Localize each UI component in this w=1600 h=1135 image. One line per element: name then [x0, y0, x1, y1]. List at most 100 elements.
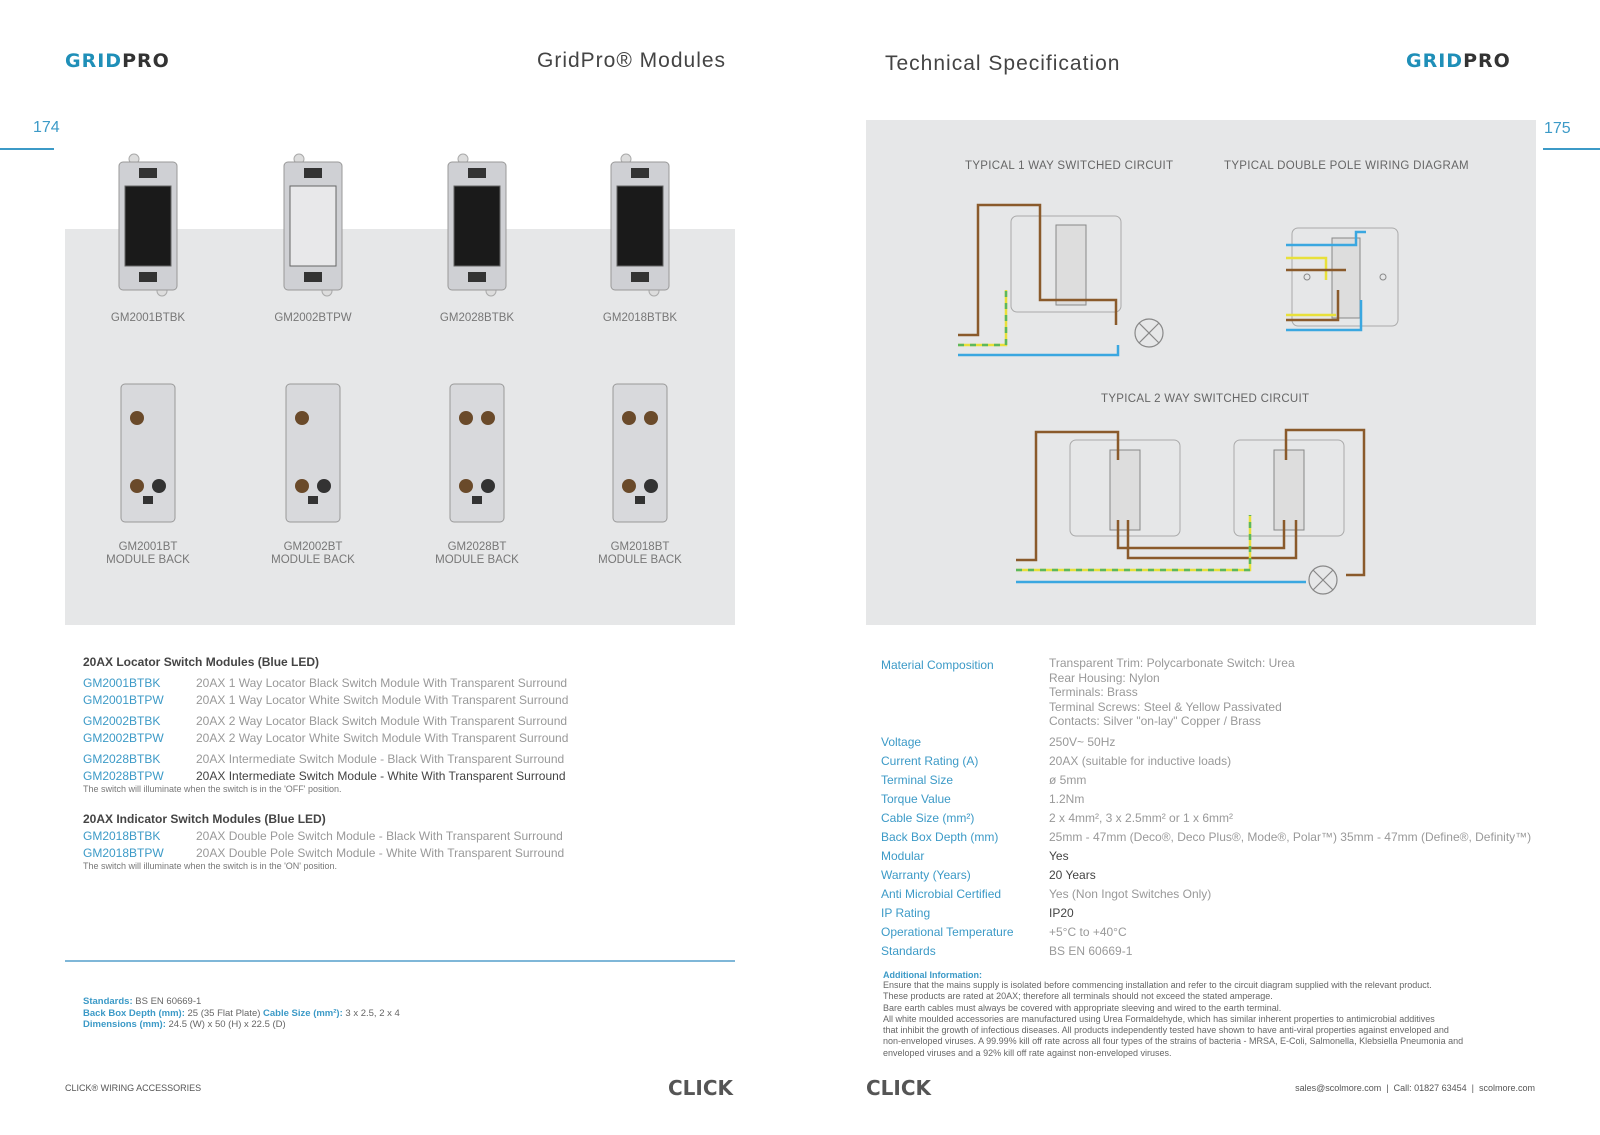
- product-row: GM2002BTPW 20AX 2 Way Locator White Switc…: [83, 730, 683, 747]
- module-code: GM2002BTPW: [274, 312, 352, 324]
- divider: [65, 960, 735, 962]
- summary-specs: Standards: BS EN 60669-1 Back Box Depth …: [83, 996, 400, 1031]
- product-description: 20AX 2 Way Locator White Switch Module W…: [196, 730, 569, 745]
- module-code: GM2028BTBK: [439, 312, 515, 324]
- additional-line: that inhibit the growth of infectious di…: [883, 1025, 1449, 1036]
- product-code: GM2001BTPW: [83, 692, 164, 707]
- spec-row: Warranty (Years)20 Years: [881, 866, 1541, 885]
- spec-row: Operational Temperature+5°C to +40°C: [881, 923, 1541, 942]
- spec-label: Terminal Size: [881, 772, 954, 787]
- page-number-rule-right: [1543, 148, 1600, 150]
- click-logo: CLICK: [668, 1076, 734, 1100]
- product-code: GM2018BTPW: [83, 845, 164, 860]
- product-description: 20AX Double Pole Switch Module - Black W…: [196, 829, 563, 843]
- module-front-image: [115, 150, 181, 300]
- wiring-diagrams: [958, 203, 1399, 595]
- spec-label: Torque Value: [881, 791, 951, 806]
- diagram-title-double-pole: TYPICAL DOUBLE POLE WIRING DIAGRAM: [1224, 160, 1469, 172]
- diagram-title-1way: TYPICAL 1 WAY SWITCHED CIRCUIT: [965, 160, 1174, 172]
- dim-label: Dimensions (mm):: [83, 1019, 166, 1030]
- product-description: 20AX 1 Way Locator White Switch Module W…: [196, 692, 569, 707]
- contact-footer: sales@scolmore.com | Call: 01827 63454 |…: [1295, 1083, 1535, 1093]
- diagram-double-pole: [1286, 227, 1399, 332]
- additional-info: Additional Information: Ensure that the …: [883, 970, 1523, 1059]
- spec-row: Terminal Size ø 5mm: [881, 771, 1541, 790]
- spec-row: Back Box Depth (mm) 25mm - 47mm (Deco®, D…: [881, 828, 1541, 847]
- spec-value: 2 x 4mm², 3 x 2.5mm² or 1 x 6mm²: [1049, 810, 1234, 825]
- product-code: GM2001BTBK: [83, 676, 161, 690]
- spec-label: Voltage: [881, 734, 922, 749]
- additional-line: Ensure that the mains supply is isolated…: [883, 980, 1432, 990]
- indicator-title: 20AX Indicator Switch Modules (Blue LED): [83, 812, 326, 826]
- page-number-right: 175: [1544, 120, 1571, 137]
- product-code: GM2002BTPW: [83, 730, 164, 745]
- page-number-rule: [0, 148, 54, 150]
- spec-value: 1.2Nm: [1049, 791, 1085, 806]
- spec-value: Transparent Trim: Polycarbonate Switch: …: [1049, 656, 1295, 670]
- bbd-value: 25 (35 Flat Plate): [187, 1007, 261, 1019]
- spec-value: Terminals: Brass: [1049, 685, 1138, 699]
- locator-title: 20AX Locator Switch Modules (Blue LED): [83, 655, 320, 669]
- gridpro-logo-right: GRIDPRO: [1406, 50, 1511, 72]
- spec-value: Contacts: Silver "on-lay" Copper / Brass: [1049, 714, 1261, 728]
- additional-line: Bare earth cables must always be covered…: [883, 1002, 1282, 1013]
- module-code: GM2018BTBK: [602, 312, 678, 324]
- spec-value: 20 Years: [1049, 867, 1096, 882]
- dim-value: 24.5 (W) x 50 (H) x 22.5 (D): [168, 1019, 286, 1030]
- spec-label: Back Box Depth (mm): [881, 829, 999, 844]
- additional-title: Additional Information:: [883, 970, 982, 980]
- locator-note: The switch will illuminate when the swit…: [83, 784, 342, 794]
- spec-value: BS EN 60669-1: [1049, 943, 1133, 958]
- spec-value: Rear Housing: Nylon: [1049, 670, 1160, 685]
- spec-label: Cable Size (mm²): [881, 810, 975, 825]
- product-description: 20AX Intermediate Switch Module - Black …: [196, 752, 565, 766]
- product-code: GM2028BTBK: [83, 752, 161, 766]
- indicator-note: The switch will illuminate when the swit…: [83, 861, 338, 871]
- cable-label: Cable Size (mm²):: [263, 1007, 343, 1019]
- product-description: 20AX Double Pole Switch Module - White W…: [196, 845, 565, 860]
- product-row: GM2028BTBK 20AX Intermediate Switch Modul…: [83, 751, 683, 768]
- additional-line: enveloped viruses and a 92% kill off rat…: [883, 1047, 1172, 1058]
- spec-row: Standards BS EN 60669-1: [881, 942, 1541, 961]
- module-back-image: [115, 378, 181, 528]
- spec-row: Torque Value 1.2Nm: [881, 790, 1541, 809]
- click-logo-right: CLICK: [866, 1076, 932, 1100]
- spec-row: Current Rating (A)20AX (suitable for ind…: [881, 752, 1541, 771]
- module-back-label: MODULE BACK: [271, 554, 355, 566]
- spec-row: Cable Size (mm²) 2 x 4mm², 3 x 2.5mm² or …: [881, 809, 1541, 828]
- spec-label: IP Rating: [881, 905, 931, 920]
- module-back-code: GM2018BT: [610, 541, 670, 553]
- standards-value: BS EN 60669-1: [135, 996, 202, 1007]
- diagram-2way: [1016, 428, 1366, 595]
- gridpro-logo: GRIDPRO: [65, 50, 170, 72]
- additional-line: These products are rated at 20AX; theref…: [883, 991, 1273, 1002]
- product-code: GM2018BTBK: [83, 829, 161, 843]
- spec-label: Material Composition: [881, 658, 994, 672]
- diagram-1way: [958, 203, 1164, 357]
- additional-line: All white moulded accessories are manufa…: [883, 1013, 1435, 1024]
- module-back-label: MODULE BACK: [435, 554, 519, 566]
- module-back-image: [607, 378, 673, 528]
- spec-value: ø 5mm: [1049, 772, 1087, 787]
- module-back-code: GM2028BT: [447, 541, 507, 553]
- spec-value: Yes: [1049, 848, 1069, 863]
- spec-label: Standards: [881, 943, 936, 958]
- spec-label: Modular: [881, 848, 925, 863]
- spec-value: 20AX (suitable for inductive loads): [1049, 753, 1232, 768]
- module-front-image: [444, 150, 510, 300]
- module-code: GM2001BTBK: [110, 312, 186, 324]
- module-front-image: [607, 150, 673, 300]
- spec-row: Material Composition Transparent Trim: Po…: [881, 656, 1541, 729]
- page-title: GridPro® Modules: [537, 49, 727, 72]
- module-front-image: [280, 150, 346, 300]
- page-title-right: Technical Specification: [885, 52, 1121, 75]
- spec-value: 25mm - 47mm (Deco®, Deco Plus®, Mode®, P…: [1049, 829, 1532, 844]
- spec-value: Terminal Screws: Steel & Yellow Passivat…: [1049, 699, 1282, 714]
- product-list: 20AX Locator Switch Modules (Blue LED) G…: [83, 655, 683, 871]
